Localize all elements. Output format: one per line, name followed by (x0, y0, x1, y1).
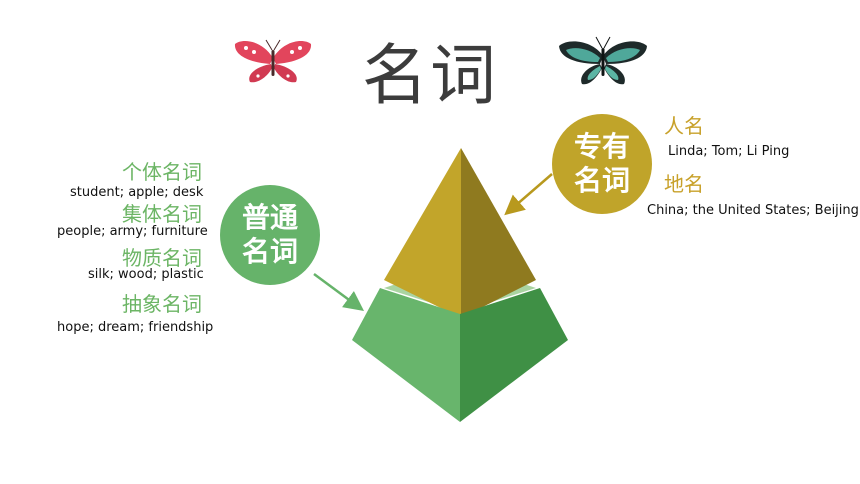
pyramid-icon (352, 148, 568, 422)
common-noun-circle-line1: 普通 (241, 201, 298, 234)
proper-noun-circle: 专有 名词 (552, 114, 652, 214)
category-examples-person-name: Linda; Tom; Li Ping (668, 144, 790, 159)
common-noun-arrow (313, 272, 365, 311)
teal-butterfly-icon (559, 36, 647, 85)
category-examples-material: silk; wood; plastic (88, 267, 204, 282)
category-examples-collective: people; army; furniture (57, 224, 208, 239)
category-label-individual: 个体名词 (122, 160, 202, 184)
common-noun-circle: 普通 名词 (220, 185, 320, 285)
pink-butterfly-icon (234, 39, 312, 83)
page-title: 名词 (362, 37, 498, 114)
category-examples-abstract: hope; dream; friendship (57, 320, 214, 335)
arrows (313, 173, 553, 311)
common-noun-circle-line2: 名词 (241, 235, 298, 268)
proper-noun-circle-line2: 名词 (573, 164, 630, 197)
category-label-place-name: 地名 (664, 172, 704, 196)
category-label-material: 物质名词 (122, 246, 202, 270)
proper-noun-circle-line1: 专有 (573, 130, 630, 163)
pyramid-top-left-face (384, 148, 461, 318)
pyramid-base-left-face (352, 288, 460, 422)
category-examples-individual: student; apple; desk (70, 185, 204, 200)
pyramid-base-right-face (460, 288, 568, 422)
category-examples-place-name: China; the United States; Beijing (647, 203, 859, 218)
proper-noun-arrow (504, 173, 553, 216)
pyramid-top-right-face (461, 148, 536, 318)
category-label-abstract: 抽象名词 (122, 292, 202, 316)
category-label-person-name: 人名 (664, 114, 704, 138)
category-label-collective: 集体名词 (122, 202, 202, 226)
